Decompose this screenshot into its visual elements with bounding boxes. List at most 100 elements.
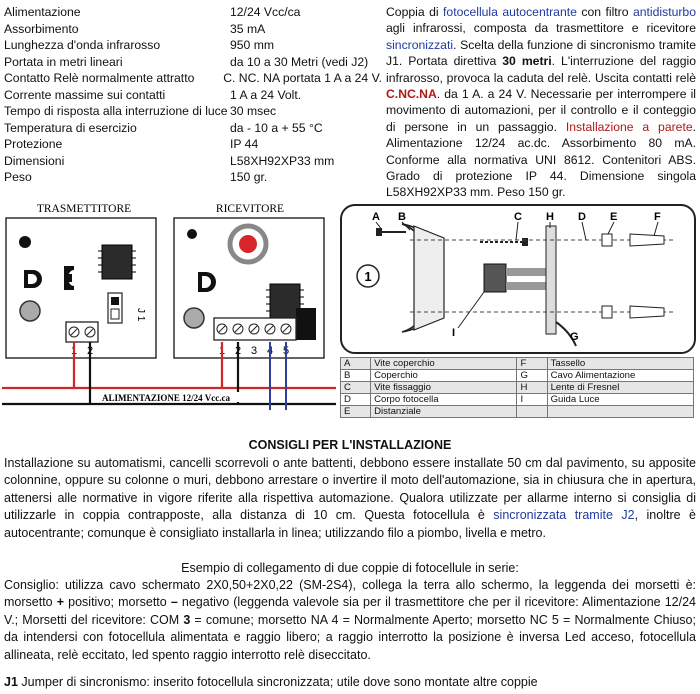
part-letter: D	[339, 393, 372, 406]
spec-label: Temperatura di esercizio	[4, 120, 137, 135]
spec-value: 950 mm	[230, 38, 275, 52]
spec-value: L58XH92XP33 mm	[230, 153, 335, 168]
spec-row: Tempo di risposta alla interruzione di l…	[4, 103, 382, 120]
wiring-advice-text: Consiglio: utilizza cavo schermato 2X0,5…	[4, 578, 696, 662]
receiver-terminal-block	[213, 317, 297, 341]
transmitter-terminal-block	[65, 321, 99, 343]
spec-label: Corrente massime sui contatti	[4, 87, 166, 102]
part-name: Tassello	[546, 357, 695, 370]
spec-row: Corrente massime sui contatti 1 A a 24 Vo…	[4, 87, 382, 104]
link-antidisturbo: antidisturbo	[632, 5, 696, 19]
spec-value: 30 msec	[230, 104, 277, 118]
letter-g: G	[570, 331, 579, 343]
body-shell	[413, 225, 445, 331]
wiring-diagram: TRASMETTITORE RICEVITORE J 1 1 2	[2, 203, 336, 410]
spec-row: Assorbimento 35 mA	[4, 21, 382, 38]
spec-value: 150 gr.	[230, 170, 268, 184]
spec-row: Lunghezza d'onda infrarosso 950 mm	[4, 37, 382, 54]
spec-value: da - 10 a + 55 °C	[230, 120, 323, 135]
part-name: Vite fissaggio	[370, 381, 518, 394]
letter-d: D	[578, 211, 586, 223]
spec-label: Tempo di risposta alla interruzione di l…	[4, 104, 228, 118]
part-name: Corpo fotocella	[370, 393, 518, 406]
letter-f: F	[654, 211, 661, 223]
installation-title: CONSIGLI PER L'INSTALLAZIONE	[248, 438, 452, 452]
part-name: Guida Luce	[546, 393, 695, 406]
letter-c: C	[514, 211, 522, 223]
part-name	[546, 405, 695, 418]
spec-value: 1 A a 24 Volt.	[230, 87, 302, 102]
link-autocentrante: fotocellula autocentrante	[443, 5, 577, 19]
part-letter: E	[339, 405, 372, 418]
transmitter-diode-d	[24, 270, 42, 288]
supply-label: ALIMENTAZIONE 12/24 Vcc.ca	[102, 393, 230, 403]
jumper-j1	[107, 292, 123, 324]
dowel-f	[629, 233, 665, 247]
transmitter-chip	[98, 244, 136, 280]
part-letter: B	[339, 369, 372, 382]
spec-value: da 10 a 30 Metri (vedi J2)	[230, 54, 369, 69]
transmitter-led	[19, 236, 31, 248]
letter-h: H	[546, 211, 554, 223]
part-name: Distanziale	[370, 405, 518, 418]
rx-terminal-3: 3	[251, 345, 257, 357]
spec-label: Lunghezza d'onda infrarosso	[4, 38, 161, 52]
example-title: Esempio di collegamento di due coppie di…	[181, 561, 519, 575]
sync-j2-highlight: sincronizzata tramite J2	[493, 508, 635, 523]
letter-e: E	[610, 211, 617, 223]
receiver-relay	[296, 308, 316, 340]
letter-i: I	[452, 327, 455, 339]
spec-value: 12/24 Vcc/ca	[230, 5, 301, 19]
link-sincronizzati: sincronizzati	[386, 37, 454, 52]
view-number-circle	[356, 264, 380, 288]
receiver-led	[187, 229, 197, 239]
light-guide	[506, 268, 546, 276]
jumper-label: J 1	[135, 308, 146, 322]
spec-label: Contatto Relè normalmente attratto	[4, 71, 195, 85]
wall-install-highlight: Installazione a parete	[565, 119, 693, 134]
spec-value: IP 44	[230, 137, 259, 151]
receiver-diode-d	[198, 272, 216, 292]
part-name: Lente di Fresnel	[546, 381, 695, 394]
exploded-frame	[340, 204, 696, 354]
screw-a	[376, 228, 406, 236]
letter-a: A	[372, 211, 380, 223]
transmitter-emitter	[64, 266, 75, 290]
spec-row: Temperatura di esercizio da - 10 a + 55 °…	[4, 120, 382, 137]
jumper-note: J1 Jumper di sincronismo: inserito fotoc…	[4, 675, 538, 689]
transmitter-label: TRASMETTITORE	[37, 203, 131, 215]
spec-row: Alimentazione 12/24 Vcc/ca	[4, 4, 382, 21]
receiver-capacitor	[183, 307, 205, 329]
transmitter-capacitor	[19, 300, 41, 322]
contact-highlight: C.NC.NA	[386, 87, 437, 102]
part-letter: C	[339, 381, 372, 394]
part-letter: F	[516, 357, 548, 370]
part-letter: A	[339, 357, 372, 370]
receiver-label: RICEVITORE	[216, 203, 284, 215]
part-name: Coperchio	[370, 369, 518, 382]
product-description: Coppia di fotocellula autocentrante con …	[386, 5, 697, 200]
spec-label: Alimentazione	[4, 5, 81, 19]
wire-positive	[2, 342, 336, 390]
spec-value: 35 mA	[230, 21, 266, 36]
part-letter: I	[516, 393, 548, 406]
exploded-view-diagram: 1 A B C H D E F I G	[340, 204, 696, 354]
fresnel-lens	[483, 263, 507, 293]
installation-text: Installazione su automatismi, cancelli s…	[4, 456, 696, 540]
part-letter	[516, 405, 548, 418]
spec-label: Assorbimento	[4, 21, 79, 36]
power-cable	[555, 321, 577, 347]
view-number: 1	[364, 269, 371, 284]
part-letter: H	[516, 381, 548, 394]
jumper-note-label: J1	[4, 675, 18, 689]
